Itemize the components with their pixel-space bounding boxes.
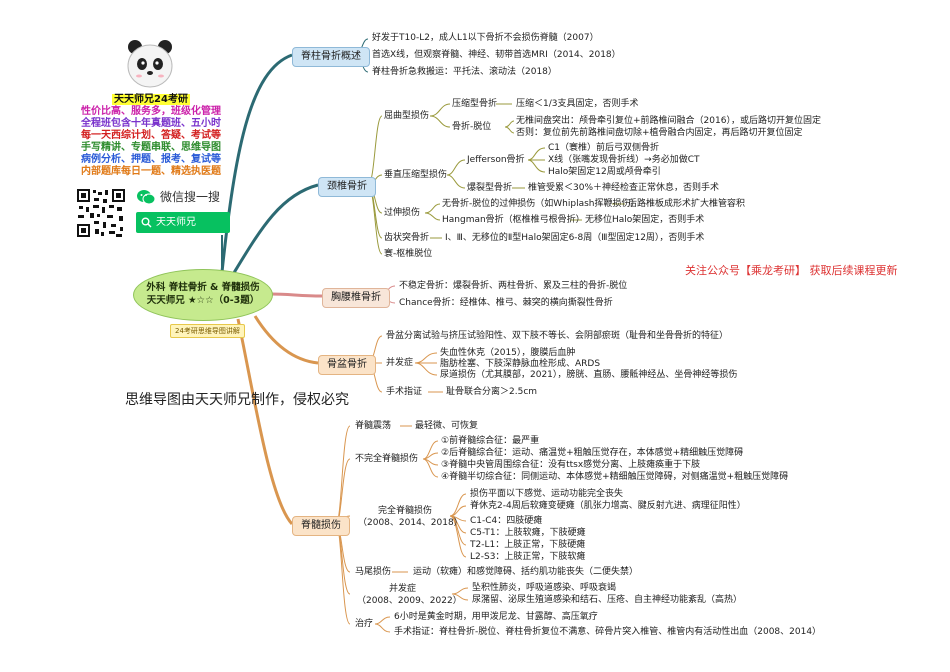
spine-item: 脊柱骨折急救搬运：平托法、滚动法（2018） [372,67,557,77]
extension-note: 后路椎板成形术扩大椎管容积 [628,199,746,209]
qr-code-icon[interactable] [76,188,126,238]
branch-pelvic-fracture[interactable]: 骨盆骨折 [318,355,376,375]
fracture-dislocation-note: 否则：复位前先前路椎间盘切除+植骨融合内固定，再后路切开复位固定 [516,128,803,138]
extension-injury: 过伸损伤 [384,208,421,218]
incomplete-item: ③脊髓中央管周围综合征：没有ttsx感觉分离、上肢瘫痪重于下肢 [441,460,701,470]
thoracolumbar-item: 不稳定骨折：爆裂骨折、两柱骨折、累及三柱的骨折-脱位 [399,281,628,291]
cord-level: L2-S3：上肢正常，下肢软瘫 [470,552,586,562]
ad-line-4: 手写精讲、专题串联、思维导图 [81,142,221,153]
incomplete-cord-injury: 不完全脊髓损伤 [355,454,419,464]
cord-level: C1-C4：四肢硬瘫 [470,516,543,526]
spine-item: 首选X线，但观察脊髓、神经、韧带首选MRI（2014、2018） [372,50,621,60]
jefferson-fracture: Jefferson骨折 [467,155,525,165]
treatment-item: 6小时是黄金时期，用甲泼尼龙、甘露醇、高压氧疗 [394,612,598,622]
branch-cervical-fracture[interactable]: 颈椎骨折 [318,177,376,197]
ad-line-5: 病例分析、押题、报考、复试等 [81,154,221,165]
central-topic[interactable]: 外科 脊柱骨折 & 脊髓损伤 天天师兄 ★☆☆（0-3题） [133,269,273,321]
cord-concussion: 脊髓震荡 [355,421,392,431]
cauda-equina-note: 运动（软瘫）和感觉障碍、括约肌功能丧失（二便失禁） [413,567,639,577]
follow-notice: 关注公众号【乘龙考研】 获取后续课程更新 [685,264,898,277]
extension-injury-no-fracture: 无骨折-脱位的过伸损伤（如Whiplash挥鞭损伤） [442,199,640,209]
ad-line-1: 性价比高、服务多，班级化管理 [81,106,221,117]
pelvic-surgery-note: 耻骨联合分离＞2.5cm [446,387,538,397]
central-topic-subtitle: 天天师兄 ★☆☆（0-3题） [146,295,260,306]
search-icon [141,217,152,228]
branch-thoracolumbar-fracture[interactable]: 胸腰椎骨折 [322,288,390,308]
copyright-watermark: 思维导图由天天师兄制作，侵权必究 [125,392,349,408]
incomplete-item: ①前脊髓综合征：最严重 [441,436,540,446]
pelvic-complication-item: 脂肪栓塞、下肢深静脉血栓形成、ARDS [440,359,601,369]
wechat-icon [137,190,156,205]
odontoid-note: Ⅰ、Ⅲ、无移位的Ⅱ型Halo架固定6-8周（Ⅲ型固定12周），否则手术 [445,233,705,243]
cord-complication-item: 尿潴留、泌尿生殖道感染和结石、压疮、自主神经功能紊乱（高热） [472,595,743,605]
ad-line-6: 内部题库每日一题、精选执医题 [81,166,221,177]
incomplete-item: ②后脊髓综合征：运动、痛温觉+粗触压觉存在，本体感觉+精细触压觉障碍 [441,448,744,458]
search-box[interactable]: 天天师兄 [136,212,230,233]
compression-note: 压缩＜1/3支具固定，否则手术 [516,99,639,109]
ad-title: 天天师兄24考研 [112,94,190,105]
ad-line-3: 每一天西综计划、答疑、考试等 [81,130,221,141]
central-topic-title: 外科 脊柱骨折 & 脊髓损伤 [146,282,260,293]
cauda-equina-injury: 马尾损伤 [355,567,392,577]
hangman-note: 无移位Halo架固定，否则手术 [585,215,705,225]
cord-complication-item: 坠积性肺炎，呼吸道感染、呼吸衰竭 [472,583,617,593]
complete-cord-years: （2008、2014、2018） [358,518,463,528]
wechat-search-label: 微信搜一搜 [160,190,221,204]
complete-item: 损伤平面以下感觉、运动功能完全丧失 [470,489,624,499]
odontoid-fracture: 齿状突骨折 [384,233,430,243]
branch-spinal-cord-injury[interactable]: 脊髓损伤 [292,516,350,536]
cord-complication-years: （2008、2009、2022） [357,596,462,606]
ad-line-2: 全程班包含十年真题班、五小时 [81,118,221,129]
pelvic-surgery-indication: 手术指证 [386,387,423,397]
spine-item: 好发于T10-L2，成人L1以下骨折不会损伤脊髓（2007） [372,33,599,43]
jefferson-note: X线（张嘴发现骨折线）→务必加做CT [548,155,700,165]
complete-item: 脊休克2-4周后软瘫变硬瘫（肌张力增高、腱反射亢进、病理征阳性） [470,501,746,511]
branch-spine-overview[interactable]: 脊柱骨折概述 [292,47,370,67]
fracture-dislocation-note: 无椎间盘突出：颅骨牵引复位+前路椎间融合（2016），或后路切开复位固定 [516,116,821,126]
cord-complication: 并发症 [389,584,417,594]
compression-fracture: 压缩型骨折 [452,99,498,109]
cord-treatment: 治疗 [355,619,374,629]
vertical-compression-injury: 垂直压缩型损伤 [384,170,448,180]
pelvic-complication-item: 失血性休克（2015），腹膜后血肿 [440,348,576,358]
cord-level: C5-T1：上肢软瘫，下肢硬瘫 [470,528,586,538]
treatment-item: 手术指证：脊柱骨折-脱位、脊柱骨折复位不满意、碎骨片突入椎管、椎管内有活动性出血… [394,627,822,637]
pelvic-signs: 骨盆分离试验与挤压试验阳性、双下肢不等长、会阴部瘀斑（耻骨和坐骨骨折的特征） [386,331,729,341]
complete-cord-injury: 完全脊髓损伤 [378,506,433,516]
search-box-text: 天天师兄 [156,217,196,228]
fracture-dislocation: 骨折-脱位 [452,122,492,132]
cord-level: T2-L1：上肢正常，下肢硬瘫 [470,540,586,550]
cord-concussion-note: 最轻微、可恢复 [415,421,479,431]
central-topic-tag: 24考研思维导图讲解 [170,324,245,338]
burst-fracture: 爆裂型骨折 [467,183,513,193]
jefferson-note: Halo架固定12周或颅骨牵引 [548,167,661,177]
thoracolumbar-item: Chance骨折：经椎体、椎弓、棘突的横向撕裂性骨折 [399,298,613,308]
hangman-fracture: Hangman骨折（枢椎椎弓根骨折） [442,215,585,225]
pelvic-complication: 并发症 [386,358,414,368]
pelvic-complication-item: 尿道损伤（尤其膜部，2021），膀胱、直肠、腰骶神经丛、坐骨神经等损伤 [440,370,738,380]
jefferson-note: C1（寰椎）前后弓双侧骨折 [548,143,660,153]
incomplete-item: ④脊髓半切综合征：同侧运动、本体感觉+精细触压觉障碍，对侧痛温觉+粗触压觉障碍 [441,472,789,482]
burst-note: 椎管受累＜30%＋神经检查正常休息，否则手术 [528,183,720,193]
atlantoaxial-dislocation: 寰-枢椎脱位 [384,249,433,259]
cervical-flexion-injury: 屈曲型损伤 [384,111,430,121]
panda-mascot-icon [127,40,173,88]
